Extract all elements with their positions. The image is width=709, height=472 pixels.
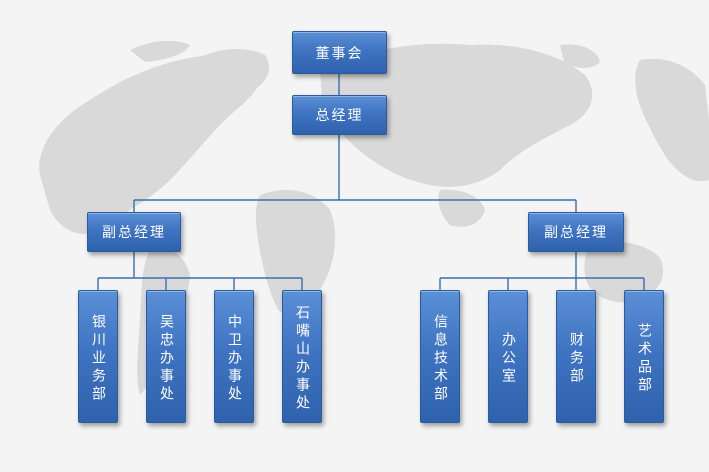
vp-right-box: 副总经理	[528, 212, 624, 252]
dept-it: 信息技术部	[420, 290, 460, 423]
board-box: 董事会	[292, 31, 387, 74]
dept-art: 艺术品部	[624, 290, 664, 423]
dept-general-office: 办公室	[488, 290, 528, 423]
dept-zhongwei-office: 中卫办事处	[214, 290, 254, 423]
dept-wuzhong-office: 吴忠办事处	[146, 290, 186, 423]
connector-lines	[97, 74, 645, 290]
vp-left-box: 副总经理	[87, 212, 181, 252]
dept-yinchuan-business: 银川业务部	[78, 290, 118, 423]
dept-finance: 财务部	[556, 290, 596, 423]
dept-shizuishan-office: 石嘴山办事处	[282, 290, 322, 423]
ceo-box: 总经理	[292, 95, 387, 135]
